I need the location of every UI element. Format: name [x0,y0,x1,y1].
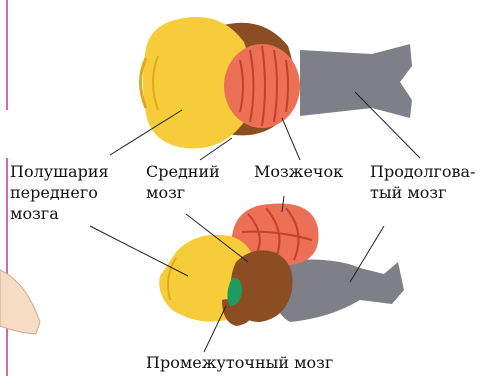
brain-side-view [90,196,404,352]
label-hemispheres-line3: мозга [10,205,59,222]
label-cerebellum: Мозжечок [254,163,343,180]
label-midbrain-line1: Средний [146,163,220,180]
medulla-top [300,44,412,118]
label-hemispheres-line2: переднего [10,184,98,201]
label-hemispheres-line1: Полушария [10,163,109,180]
partial-figure-left [0,270,40,334]
label-midbrain-line2: мозг [146,184,185,201]
label-backdrop [0,110,135,158]
label-medulla-line1: Продолгова- [370,163,475,180]
brain-top-view [110,17,420,160]
label-diencephalon: Промежуточный мозг [146,354,333,371]
label-medulla-line2: тый мозг [370,184,447,201]
